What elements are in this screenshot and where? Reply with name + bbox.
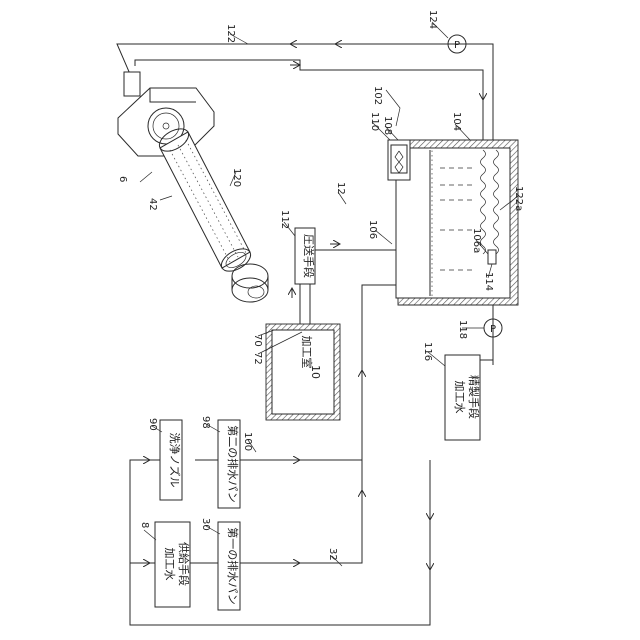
supply-label-1: 加工水 bbox=[163, 548, 176, 581]
ref-72: 72 bbox=[252, 352, 263, 365]
purifier-label-1: 加工水 bbox=[453, 381, 466, 414]
processing-room-label: 加工室 bbox=[300, 336, 314, 369]
purifier-unit: 加工水 精製手段 bbox=[445, 355, 481, 440]
ref-100: 100 bbox=[242, 432, 253, 451]
ref-116: 116 bbox=[422, 342, 433, 361]
pump-symbol: P bbox=[490, 324, 496, 335]
ref-104: 104 bbox=[451, 112, 462, 131]
purifier-label-2: 精製手段 bbox=[467, 375, 481, 419]
ref-122: 122 bbox=[225, 24, 236, 43]
ref-70: 70 bbox=[252, 334, 263, 347]
drum-assembly bbox=[118, 72, 268, 302]
ref-120: 120 bbox=[231, 168, 242, 187]
ref-106: 106 bbox=[367, 220, 378, 239]
ref-12: 12 bbox=[335, 182, 346, 195]
ref-6: 6 bbox=[117, 176, 128, 182]
ref-114: 114 bbox=[483, 272, 494, 291]
ref-32: 32 bbox=[327, 548, 338, 561]
ref-112: 112 bbox=[279, 210, 290, 229]
pressure-feed-unit: 圧送手段 bbox=[295, 228, 316, 326]
ref-8: 8 bbox=[139, 522, 150, 528]
second-drain-pan-label: 第二の排水パン bbox=[226, 425, 240, 503]
ref-118: 118 bbox=[457, 320, 468, 339]
supply-unit: 加工水 供給手段 bbox=[155, 522, 191, 607]
drum-cylinder bbox=[156, 124, 255, 276]
ref-42: 42 bbox=[147, 198, 158, 211]
second-drain-pan-unit: 第二の排水パン bbox=[218, 420, 240, 508]
cleaning-nozzle-unit: 洗浄ノズル bbox=[160, 420, 182, 500]
cleaning-nozzle-label: 洗浄ノズル bbox=[168, 433, 182, 488]
pump-symbol: P bbox=[454, 40, 460, 51]
ref-30: 30 bbox=[200, 518, 211, 531]
tank-104 bbox=[388, 140, 518, 305]
supply-label-2: 供給手段 bbox=[177, 542, 191, 586]
processing-room: 加工室 10 bbox=[266, 324, 340, 420]
first-drain-pan-unit: 第一の排水パン bbox=[218, 522, 240, 610]
ref-108: 108 bbox=[382, 116, 393, 135]
ref-98: 98 bbox=[200, 416, 211, 429]
ref-102: 102 bbox=[372, 86, 383, 105]
first-drain-pan-label: 第一の排水パン bbox=[226, 527, 240, 605]
ref-10: 10 bbox=[309, 365, 322, 379]
head-block bbox=[118, 72, 214, 156]
pressure-feed-label: 圧送手段 bbox=[302, 234, 316, 278]
